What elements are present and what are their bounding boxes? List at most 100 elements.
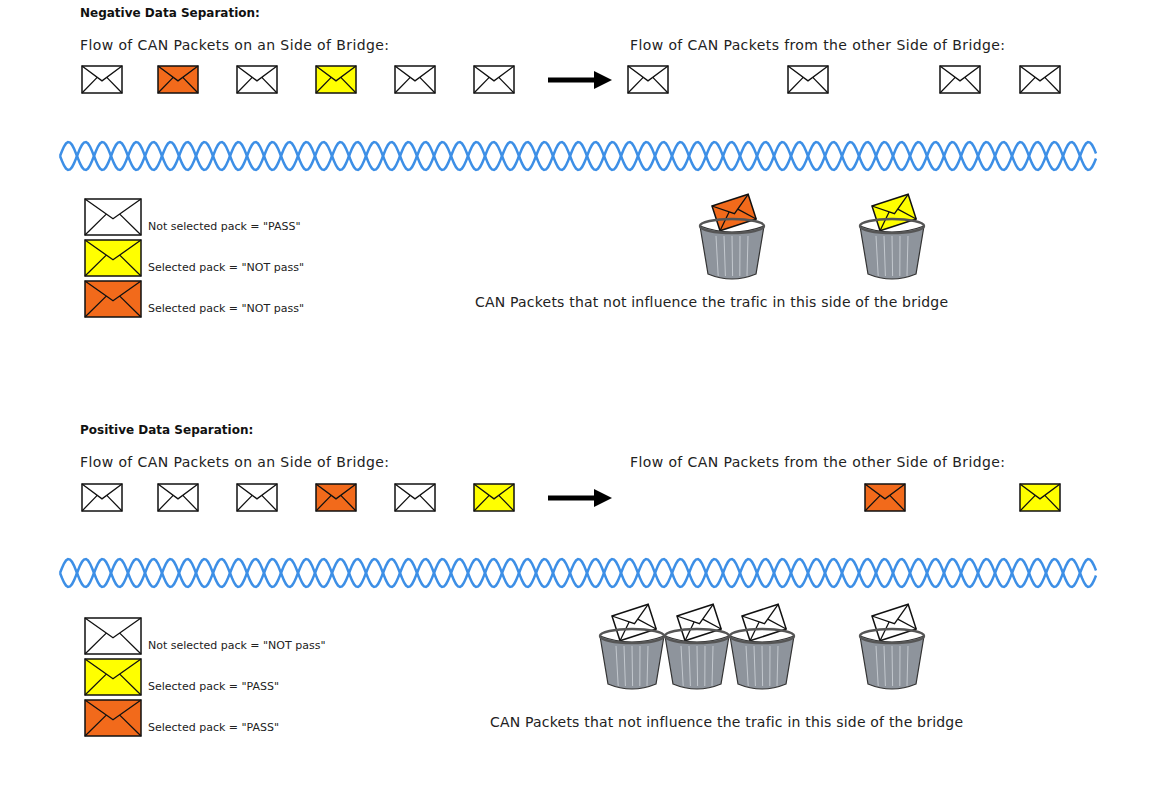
bin-rib [689, 646, 690, 686]
bin-rib [892, 236, 894, 276]
can-packet [395, 484, 435, 511]
bin-rib [724, 236, 725, 276]
envelope-body [158, 484, 198, 511]
legend-text: Not selected pack = "PASS" [148, 220, 301, 233]
discard-caption: CAN Packets that not influence the trafi… [490, 714, 963, 731]
flow-caption: Flow of CAN Packets on an Side of Bridge… [80, 454, 389, 471]
bin-rib [769, 646, 770, 686]
envelope-flap [85, 281, 141, 317]
can-packet [82, 484, 122, 511]
flow-arrow [548, 78, 596, 83]
bin-rib [704, 646, 705, 686]
can-packet [1020, 484, 1060, 511]
envelope-flap [872, 194, 916, 230]
can-bus-wire [60, 142, 1096, 170]
envelope-flap [788, 66, 828, 93]
can-packet [865, 484, 905, 511]
legend-text: Selected pack = "NOT pass" [148, 261, 304, 274]
envelope-flap [872, 604, 916, 640]
envelope-body [940, 66, 980, 93]
envelope-body [742, 604, 786, 640]
envelope-flap [85, 700, 141, 736]
envelope-body [612, 604, 656, 640]
envelope-flap [237, 484, 277, 511]
envelope-flap [474, 484, 514, 511]
legend-swatch [84, 239, 144, 279]
flow-caption: Flow of CAN Packets from the other Side … [630, 454, 1005, 471]
envelope-flap [742, 604, 786, 640]
envelope-flap [1020, 66, 1060, 93]
envelope-flap [1020, 484, 1060, 511]
legend-swatch [84, 198, 144, 238]
trash-bin [665, 604, 729, 689]
bin-rib [712, 646, 713, 686]
envelope-flap [85, 240, 141, 276]
envelope-body [474, 66, 514, 93]
can-packet [158, 66, 198, 93]
envelope-flap [82, 66, 122, 93]
can-packet [628, 66, 668, 93]
can-packet [395, 66, 435, 93]
legend-swatch [84, 617, 144, 657]
bin-rib [624, 646, 625, 686]
trash-bin [860, 604, 924, 689]
bin-rim [730, 629, 794, 643]
envelope-flap [395, 484, 435, 511]
bin-rim [665, 629, 729, 643]
trash-bin [600, 604, 664, 689]
bin-rib [639, 646, 640, 686]
envelope-body [677, 604, 721, 640]
bin-rib [632, 646, 634, 686]
envelope-body [872, 194, 916, 230]
legend-swatch [84, 658, 144, 698]
envelope-body [85, 240, 141, 276]
envelope-body [82, 484, 122, 511]
envelope-flap [612, 604, 656, 640]
envelope-flap [628, 66, 668, 93]
envelope-flap [158, 484, 198, 511]
envelope-body [1020, 66, 1060, 93]
can-packet [82, 66, 122, 93]
legend-swatch [84, 280, 144, 320]
envelope-body [1020, 484, 1060, 511]
envelope-flap [395, 66, 435, 93]
can-packet [237, 66, 277, 93]
envelope-body [316, 66, 356, 93]
trash-bin [730, 604, 794, 689]
envelope-flap [940, 66, 980, 93]
envelope-body [395, 484, 435, 511]
bin-rim [700, 219, 764, 233]
bin-rim [600, 629, 664, 643]
flow-caption: Flow of CAN Packets from the other Side … [630, 37, 1005, 54]
envelope-body [788, 66, 828, 93]
legend-swatch [84, 699, 144, 739]
bin-rib [884, 236, 885, 276]
bin-rib [892, 646, 894, 686]
flow-arrow [548, 496, 596, 501]
can-packet [940, 66, 980, 93]
envelope-flap [474, 66, 514, 93]
bin-rib [899, 236, 900, 276]
can-packet [1020, 66, 1060, 93]
envelope-body [237, 66, 277, 93]
envelope-body [158, 66, 198, 93]
can-packet [237, 484, 277, 511]
can-bus-wire [60, 559, 1096, 587]
bin-rib [697, 646, 699, 686]
envelope-flap [158, 66, 198, 93]
can-packet [158, 484, 198, 511]
bin-rib [876, 646, 878, 686]
envelope-body [85, 281, 141, 317]
envelope-flap [85, 659, 141, 695]
bin-rib [762, 646, 764, 686]
legend-text: Selected pack = "PASS" [148, 721, 279, 734]
bin-rib [739, 236, 740, 276]
bin-rim [860, 629, 924, 643]
envelope-body [395, 66, 435, 93]
envelope-body [237, 484, 277, 511]
envelope-flap [677, 604, 721, 640]
bin-rib [732, 236, 734, 276]
envelope-flap [865, 484, 905, 511]
bin-rib [884, 646, 885, 686]
section-heading: Positive Data Separation: [80, 423, 253, 437]
